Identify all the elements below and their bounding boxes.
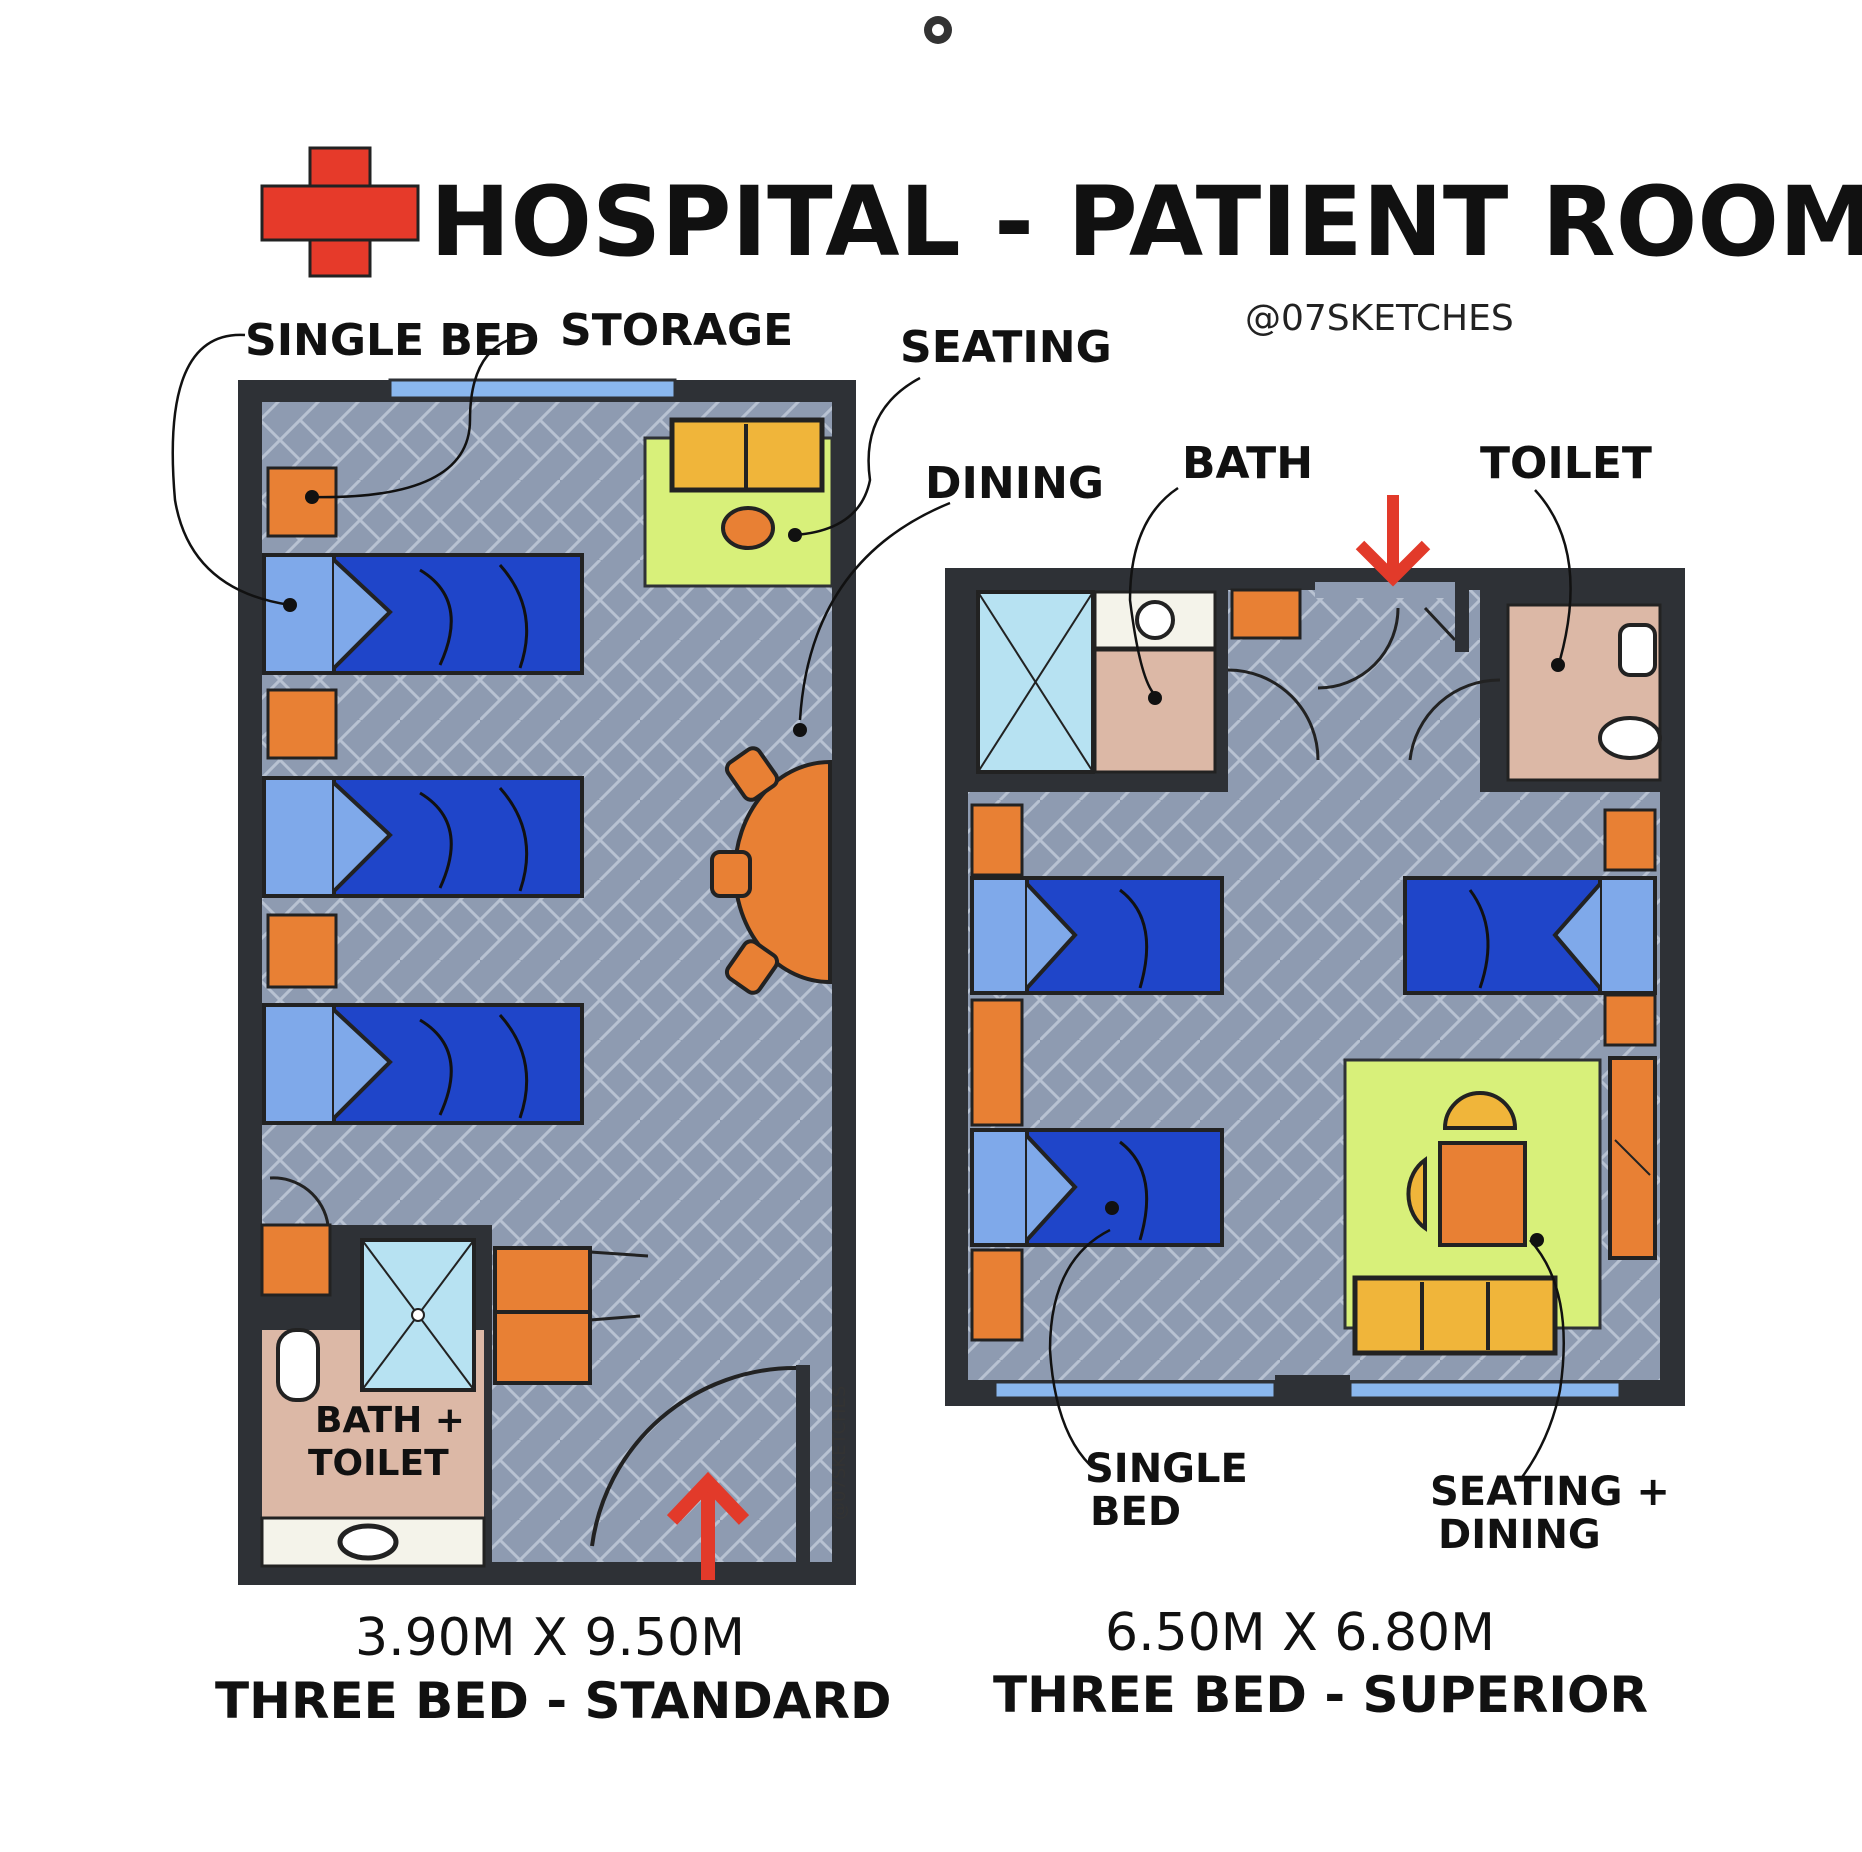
entry-arrow-icon [666,1471,750,1580]
bed [970,1128,1224,1247]
standard-room-name: THREE BED - STANDARD [215,1672,892,1730]
page-title: HOSPITAL - PATIENT ROOM [430,166,1862,278]
wardrobe [493,1246,592,1385]
window [993,1380,1277,1400]
standard-dimensions: 3.90M X 9.50M [355,1608,745,1668]
storage-cabinet [1603,993,1657,1047]
window [388,378,677,400]
entry-arrow-icon [1355,495,1431,587]
label-single-bed-superior-2: BED [1090,1489,1181,1535]
label-bath: BATH [1182,438,1313,489]
dining-table [1438,1141,1527,1247]
red-cross-icon [260,146,420,278]
dining-table [710,746,832,995]
leader-lines [1048,486,1572,1481]
label-seating-dining-2: DINING [1438,1512,1601,1558]
sofa [1352,1275,1558,1356]
label-seating: SEATING [900,322,1112,373]
sink-icon [337,1523,399,1561]
label-toilet: TOILET [1480,438,1652,489]
coffee-table [721,506,775,550]
standard-room-plan: @07SKETCHES [238,378,856,1585]
label-single-bed-superior: SINGLE [1085,1446,1248,1492]
storage-cabinet [970,1248,1024,1342]
toilet-icon [276,1328,320,1402]
sink-icon [1135,600,1175,640]
storage-cabinet [1603,808,1657,872]
label-bath-toilet-2: TOILET [308,1443,449,1484]
label-seating-dining: SEATING + [1430,1469,1670,1515]
window [1348,1380,1622,1400]
superior-room-name: THREE BED - SUPERIOR [993,1666,1648,1724]
credit-handle: @07SKETCHES [1245,298,1514,339]
bed [262,776,584,898]
superior-dimensions: 6.50M X 6.80M [1105,1603,1495,1663]
storage-cabinet [970,803,1024,877]
storage-cabinet [266,913,338,989]
label-single-bed: SINGLE BED [245,315,540,366]
label-bath-toilet: BATH + [315,1400,465,1441]
storage-cabinet [970,998,1024,1127]
bed [262,553,584,675]
vertical-watermark: @07SKETCHES [829,1386,850,1520]
bed [970,876,1224,995]
leader-lines [171,333,951,721]
bed [1403,876,1657,995]
door [590,1365,797,1547]
bed [262,1003,584,1125]
label-dining: DINING [925,458,1104,509]
label-storage: STORAGE [560,305,793,356]
superior-room-plan [945,495,1685,1406]
toilet-icon [1598,716,1662,760]
storage-cabinet [266,466,338,538]
storage-cabinet [266,688,338,760]
logo-icon [924,16,952,44]
